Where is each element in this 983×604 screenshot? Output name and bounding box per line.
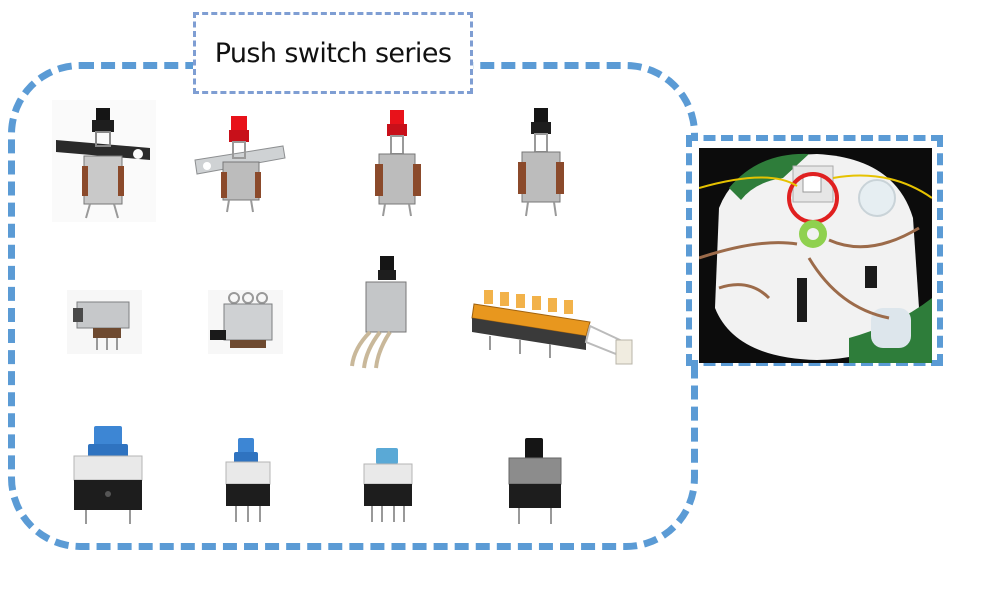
application-photo-frame xyxy=(686,135,943,366)
tactile-switch-large-blue-cap-icon xyxy=(70,424,146,528)
tactile-switch-black-cap-icon xyxy=(505,436,565,528)
mini-push-switch-side-mount-icon xyxy=(67,290,142,354)
mini-push-switch-three-pin-icon xyxy=(208,290,283,354)
page-title: Push switch series xyxy=(214,37,452,69)
pcb-with-highlighted-push-switch-icon xyxy=(698,148,933,367)
self-locking-push-switch-red-icon xyxy=(363,108,433,220)
title-box: Push switch series xyxy=(193,12,473,94)
multi-gang-push-switch-orange-icon xyxy=(470,282,640,372)
push-switch-angled-pins-icon xyxy=(340,254,412,372)
self-locking-push-switch-red-silver-bracket-icon xyxy=(193,110,288,215)
self-locking-push-switch-black-icon xyxy=(500,106,580,222)
tactile-switch-light-blue-cap-icon xyxy=(360,446,416,528)
tactile-switch-small-blue-cap-icon xyxy=(220,436,276,528)
self-locking-push-switch-black-flange-icon xyxy=(52,100,156,222)
